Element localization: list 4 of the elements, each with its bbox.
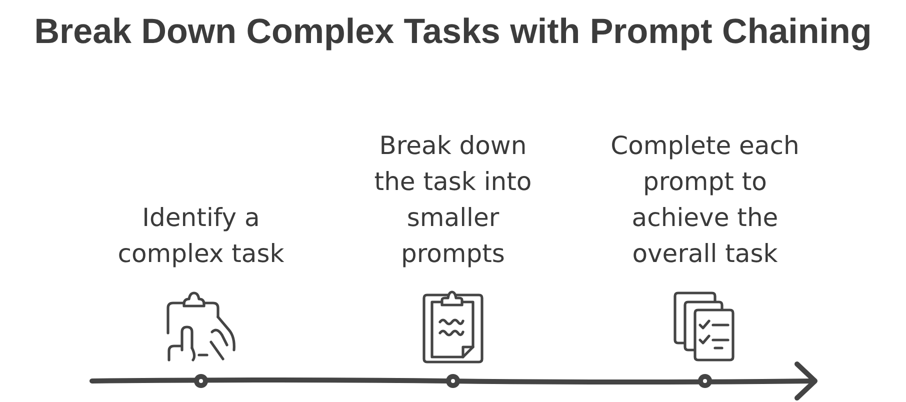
step-label: Identify a complex task [101,200,301,272]
step-label: Complete each prompt to achieve the overall task [592,128,818,272]
step-label: Break down the task into smaller prompts [358,128,548,272]
diagram-title: Break Down Complex Tasks with Prompt Chaining [33,12,873,52]
